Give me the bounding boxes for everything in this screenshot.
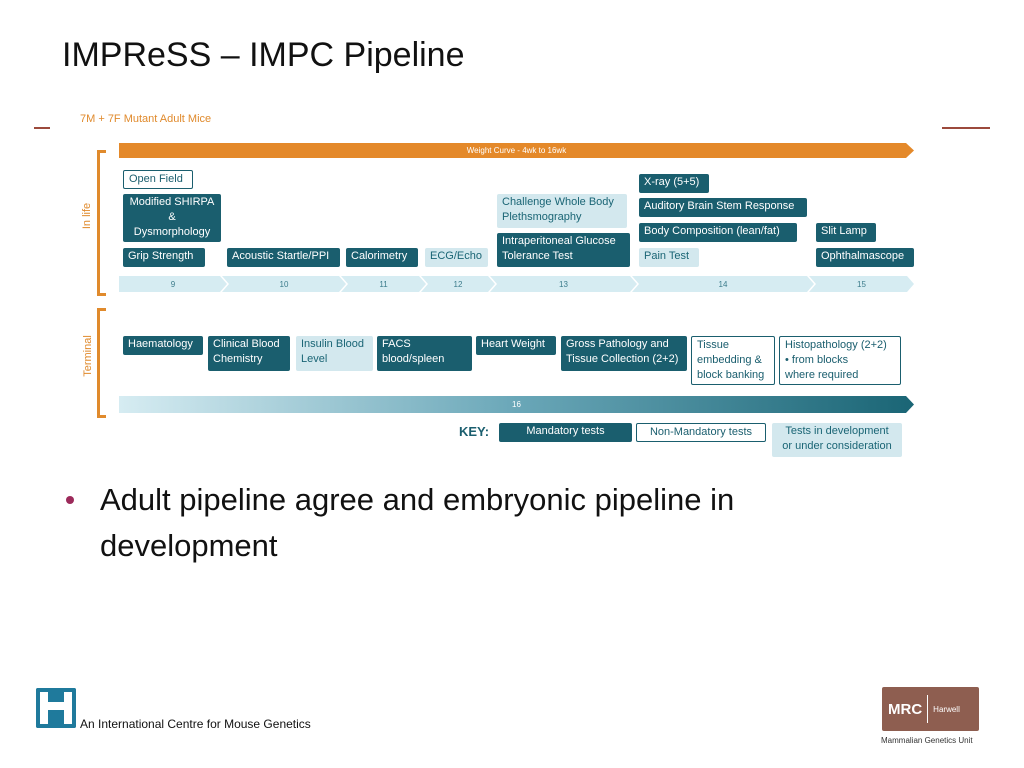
test-haematology: Haematology (123, 336, 203, 355)
test-gross-pathology: Gross Pathology and Tissue Collection (2… (561, 336, 687, 371)
test-modified-shirpa: Modified SHIRPA & Dysmorphology (123, 194, 221, 242)
week-chevron-9: 9 (119, 276, 227, 292)
slide-title: IMPReSS – IMPC Pipeline (62, 36, 465, 74)
test-auditory-brain-stem: Auditory Brain Stem Response (639, 198, 807, 217)
left-rule (34, 127, 50, 129)
key-development: Tests in development or under considerat… (772, 423, 902, 457)
week-chevron-11: 11 (341, 276, 426, 292)
key-mandatory: Mandatory tests (499, 423, 632, 442)
test-xray: X-ray (5+5) (639, 174, 709, 193)
week-chevron-15: 15 (809, 276, 914, 292)
test-open-field: Open Field (123, 170, 193, 189)
footer-text: An International Centre for Mouse Geneti… (80, 717, 311, 731)
cohort-label: 7M + 7F Mutant Adult Mice (80, 113, 212, 125)
terminal-bracket (97, 308, 106, 418)
terminal-week-label: 16 (512, 400, 521, 409)
test-acoustic-startle: Acoustic Startle/PPI (227, 248, 340, 267)
test-calorimetry: Calorimetry (346, 248, 418, 267)
test-ophthalmascope: Ophthalmascope (816, 248, 914, 267)
test-challenge-plethysmography: Challenge Whole Body Plethsmography (497, 194, 627, 228)
terminal-week-bar: 16 (119, 396, 914, 413)
week-chevron-13: 13 (490, 276, 637, 292)
week-chevron-14: 14 (632, 276, 814, 292)
test-pain: Pain Test (639, 248, 699, 267)
test-histopathology: Histopathology (2+2) • from blocks where… (779, 336, 901, 385)
mrc-harwell-logo: MRC Harwell (882, 687, 979, 731)
test-facs: FACS blood/spleen (377, 336, 472, 371)
week-chevron-12: 12 (421, 276, 495, 292)
right-rule (942, 127, 990, 129)
test-heart-weight: Heart Weight (476, 336, 556, 355)
in-life-label: In life (81, 202, 93, 230)
mrc-main: MRC (888, 700, 923, 718)
test-clinical-blood-chemistry: Clinical Blood Chemistry (208, 336, 290, 371)
key-non-mandatory: Non-Mandatory tests (636, 423, 766, 442)
in-life-bracket (97, 150, 106, 296)
bullet-dot (66, 496, 74, 504)
test-body-composition: Body Composition (lean/fat) (639, 223, 797, 242)
terminal-label: Terminal (82, 335, 94, 377)
weight-curve-bar: Weight Curve - 4wk to 16wk (119, 143, 914, 158)
mrc-sub: Harwell (933, 704, 960, 714)
test-grip-strength: Grip Strength (123, 248, 205, 267)
mrc-separator (927, 695, 929, 723)
weight-curve-label: Weight Curve - 4wk to 16wk (466, 146, 567, 155)
mouse-icon (36, 688, 76, 728)
pipeline-diagram: 7M + 7F Mutant Adult Mice Weight Curve -… (80, 113, 914, 457)
test-ecg-echo: ECG/Echo (425, 248, 488, 267)
week-chevron-10: 10 (222, 276, 346, 292)
bullet-text: Adult pipeline agree and embryonic pipel… (100, 482, 735, 563)
test-insulin-blood-level: Insulin Blood Level (296, 336, 373, 371)
key-title: KEY: (459, 424, 490, 439)
test-glucose-tolerance: Intraperitoneal Glucose Tolerance Test (497, 233, 630, 267)
mrc-caption: Mammalian Genetics Unit (881, 736, 973, 745)
test-tissue-embedding: Tissue embedding & block banking (691, 336, 775, 385)
test-slit-lamp: Slit Lamp (816, 223, 876, 242)
